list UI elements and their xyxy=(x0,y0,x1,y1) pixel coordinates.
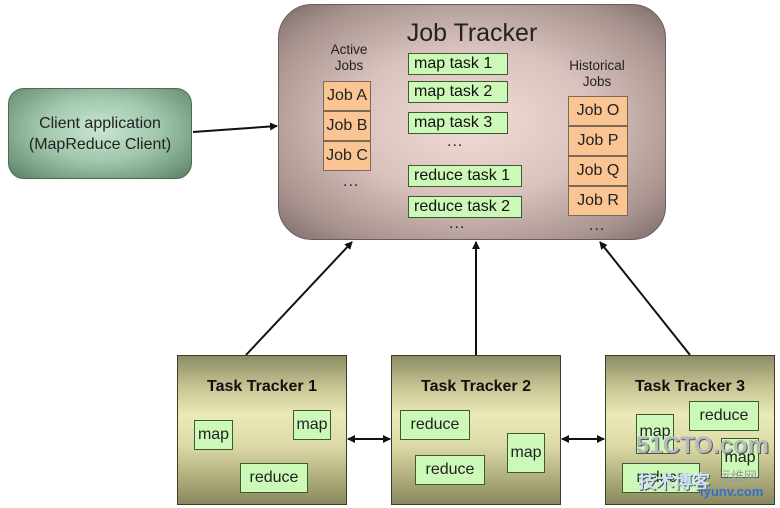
client-application-node: Client application (MapReduce Client) xyxy=(8,88,192,179)
historical-jobs-label-line1: Historical xyxy=(569,58,625,73)
historical-job-q: Job Q xyxy=(568,156,628,186)
active-jobs-label-line1: Active xyxy=(330,42,368,57)
client-to-jobtracker-arrow xyxy=(192,122,278,133)
historical-jobs-label-line2: Jobs xyxy=(582,74,612,89)
client-label-line2: (MapReduce Client) xyxy=(28,136,172,153)
active-job-b: Job B xyxy=(323,111,371,141)
watermark-blog: 技术博客 xyxy=(638,472,710,492)
job-tracker-title: Job Tracker xyxy=(406,19,538,47)
task-tracker-2: Task Tracker 2 reduce reduce map xyxy=(391,355,561,505)
tt3-slot-reduce-1: reduce xyxy=(689,401,759,431)
tt1-slot-map-1: map xyxy=(194,420,233,450)
reduce-task-1: reduce task 1 xyxy=(408,165,522,187)
historical-jobs-label: Historical Jobs xyxy=(561,58,633,90)
historical-job-o: Job O xyxy=(568,96,628,126)
tt1-slot-reduce: reduce xyxy=(240,463,308,493)
job-tracker-node: Job Tracker Active Jobs Job A Job B Job … xyxy=(278,4,666,240)
active-jobs-label-line2: Jobs xyxy=(334,58,364,73)
reduce-task-2: reduce task 2 xyxy=(408,196,522,218)
client-label-line1: Client application xyxy=(39,115,161,132)
task-tracker-1-title: Task Tracker 1 xyxy=(206,378,317,395)
historical-job-r: Job R xyxy=(568,186,628,216)
task-tracker-3: Task Tracker 3 reduce map reduce map xyxy=(605,355,775,505)
tt3-to-jobtracker-arrow xyxy=(599,241,691,356)
task-tracker-1: Task Tracker 1 map map reduce xyxy=(177,355,347,505)
historical-job-p: Job P xyxy=(568,126,628,156)
reduce-tasks-more: ... xyxy=(449,215,466,232)
tt2-slot-reduce-2: reduce xyxy=(415,455,485,485)
active-job-c: Job C xyxy=(323,141,371,171)
tt3-slot-map-2: map xyxy=(721,438,759,478)
task-tracker-2-title: Task Tracker 2 xyxy=(420,378,531,395)
map-tasks-more: ... xyxy=(447,133,464,150)
active-jobs-label: Active Jobs xyxy=(323,42,375,74)
watermark-iyunv: iyunv.com xyxy=(700,484,764,499)
tt3-slot-map-1: map xyxy=(636,414,674,454)
tt1-slot-map-2: map xyxy=(293,410,331,440)
active-jobs-more: ... xyxy=(343,173,360,190)
tt2-slot-reduce-1: reduce xyxy=(400,410,470,440)
map-task-1: map task 1 xyxy=(408,53,508,75)
tt2-slot-map: map xyxy=(507,433,545,473)
map-task-2: map task 2 xyxy=(408,81,508,103)
tt1-to-jobtracker-arrow xyxy=(245,241,353,356)
watermark-yunwei: 运维网 xyxy=(718,469,758,484)
tt3-slot-reduce-2: reduce xyxy=(622,463,700,493)
active-job-a: Job A xyxy=(323,81,371,111)
historical-jobs-more: ... xyxy=(589,217,606,234)
watermark-51cto: 51CTO.com xyxy=(636,432,769,459)
task-tracker-3-title: Task Tracker 3 xyxy=(634,378,745,395)
map-task-3: map task 3 xyxy=(408,112,508,134)
